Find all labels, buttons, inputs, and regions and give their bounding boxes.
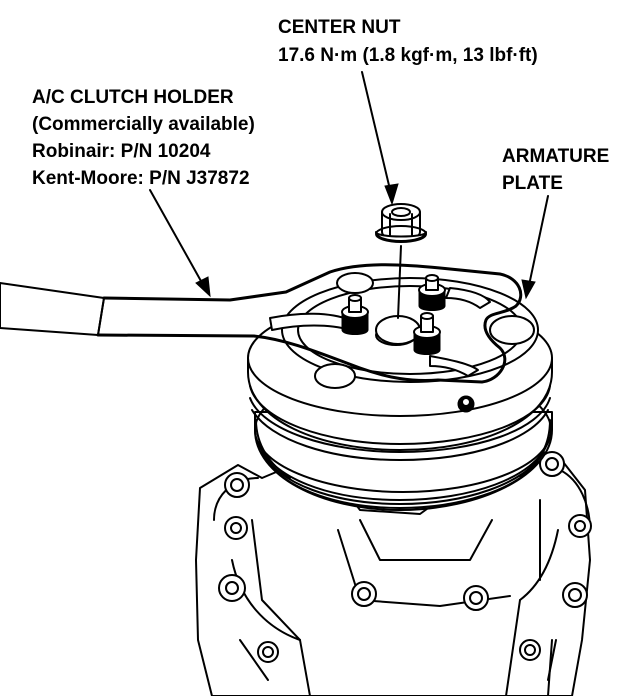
compressor-bolt-boss [224, 472, 250, 498]
clutch-holder-robinair: Robinair: P/N 10204 [32, 141, 211, 162]
armature-plate-label: ARMATURE [502, 146, 609, 167]
compressor-bolt-boss [562, 582, 588, 608]
center-nut-label: CENTER NUT [278, 17, 401, 38]
compressor-bolt-boss [519, 639, 541, 661]
clutch-holder-tool [0, 263, 523, 384]
center-nut [375, 203, 427, 243]
bottom-leader [547, 639, 553, 696]
holder-pin [341, 294, 369, 335]
center-nut-leader [361, 71, 399, 206]
compressor-bolt-boss [568, 514, 592, 538]
center-nut-torque: 17.6 N·m (1.8 kgf·m, 13 lbf·ft) [278, 45, 538, 66]
armature-pad [489, 315, 535, 345]
compressor-bolt-boss [351, 581, 377, 607]
compressor-body [195, 449, 592, 696]
nut-alignment-line [397, 245, 402, 319]
compressor-bolt-boss [218, 574, 246, 602]
clutch-holder-kent-moore: Kent-Moore: P/N J37872 [32, 168, 250, 189]
clutch-holder-leader [149, 189, 211, 298]
holder-pin [418, 274, 446, 311]
clutch-holder-label: A/C CLUTCH HOLDER [32, 87, 234, 108]
compressor-bolt-boss [224, 516, 248, 540]
compressor-bolt-boss [257, 641, 279, 663]
holder-pin [413, 312, 441, 355]
armature-plate-label-2: PLATE [502, 173, 563, 194]
armature-plate-leader [521, 195, 549, 300]
compressor-bolt-boss [463, 585, 489, 611]
clutch-holder-availability: (Commercially available) [32, 114, 255, 135]
armature-pad [314, 363, 356, 389]
compressor-bolt-boss [539, 451, 565, 477]
holder-pin [457, 395, 475, 413]
armature-pad [336, 272, 374, 294]
